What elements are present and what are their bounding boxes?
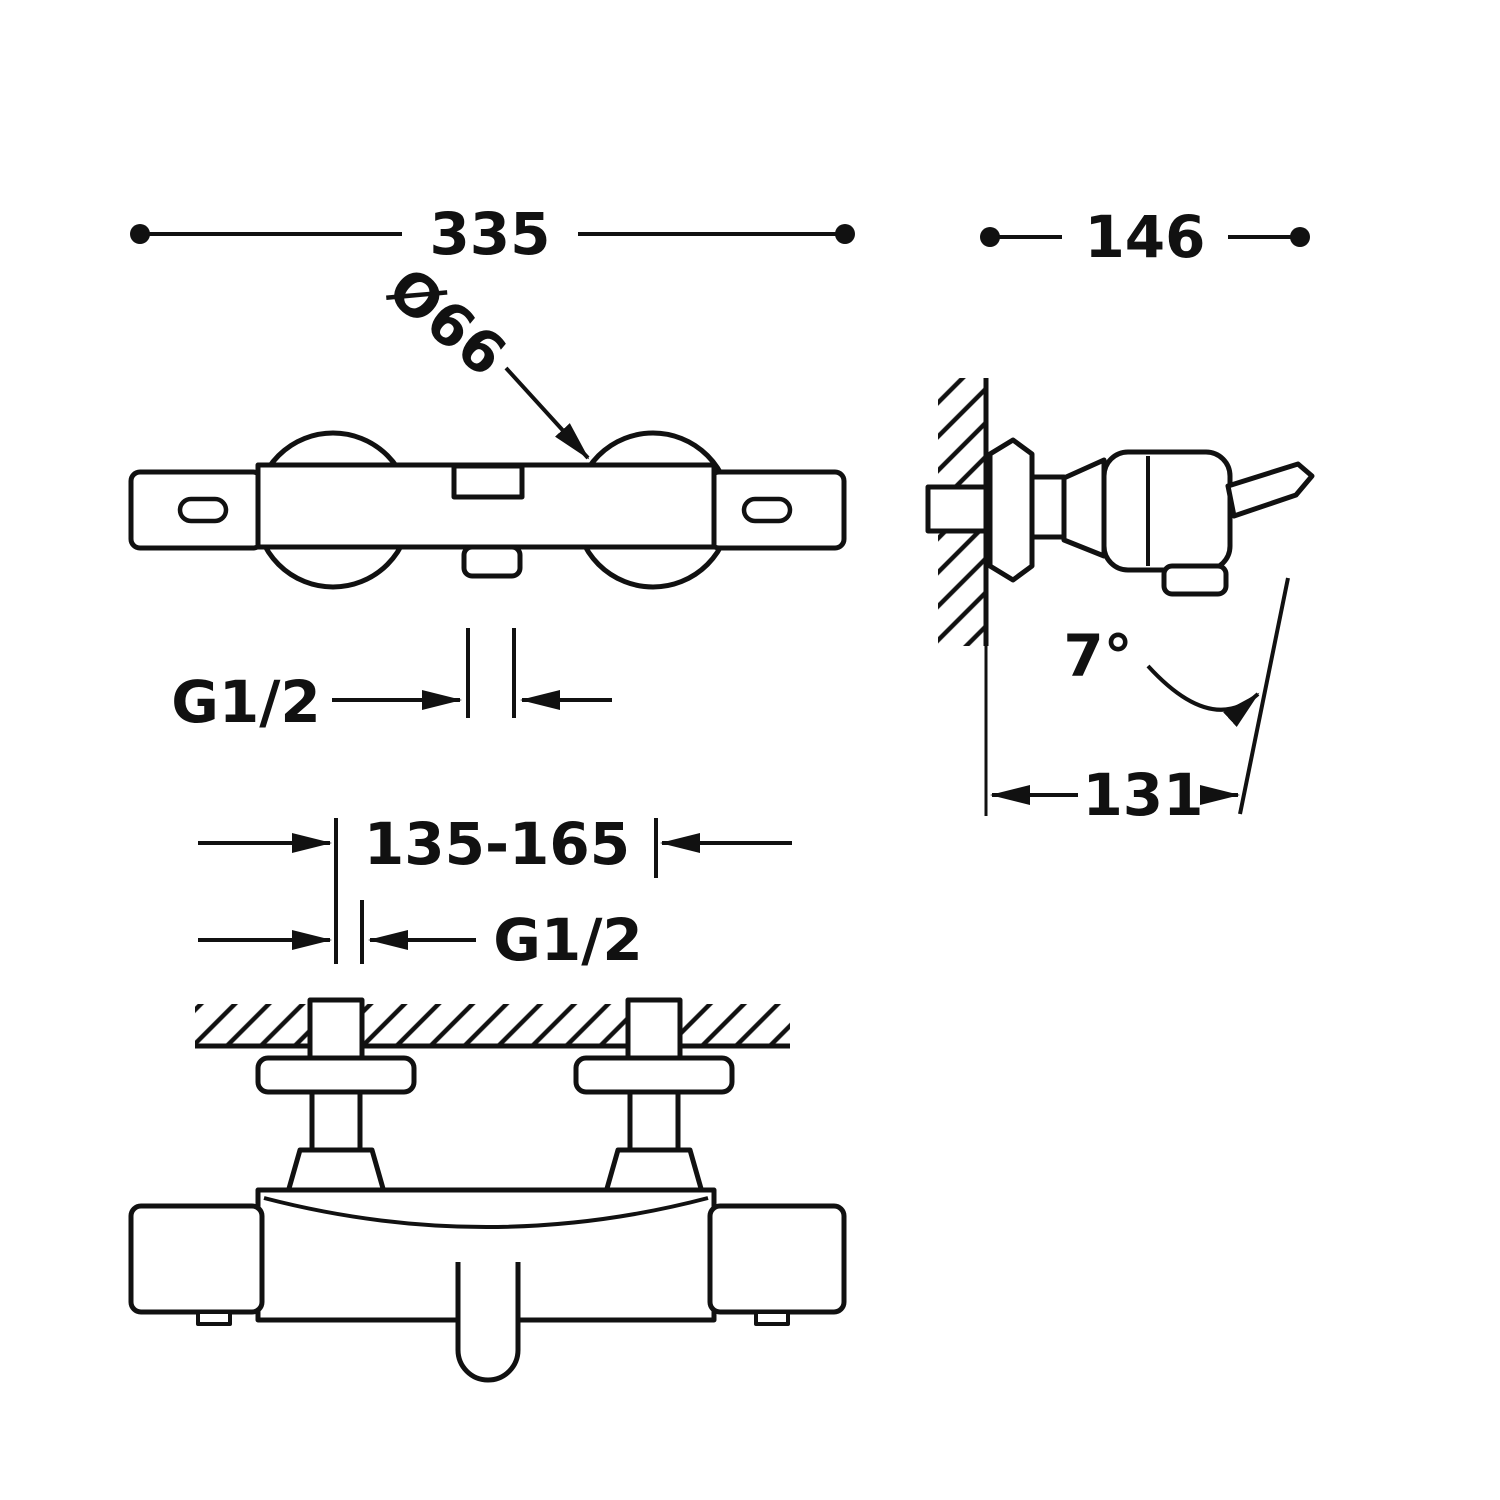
dim-g12-front-label: G1/2 [171,668,321,736]
angle-annotation: 7° [1063,577,1290,815]
connector-profile [1029,474,1067,540]
left-slot [177,496,229,524]
dimension-overall-width: 335 [130,200,855,268]
faucet-body [255,462,717,550]
front-view [128,430,847,590]
left-escutcheon [255,1055,417,1095]
body-flare-profile [1061,457,1107,559]
right-inlet-stub [625,997,683,1061]
valve-body-profile [1101,449,1233,573]
right-foot [754,1310,790,1326]
side-view [925,378,1315,816]
right-pipe-flare [603,1147,705,1195]
installation-view [128,997,847,1383]
dim-g12b-label: G1/2 [493,906,643,974]
left-end-cap-top [128,1203,265,1315]
dim-146-label: 146 [1084,203,1205,271]
right-pipe [627,1089,681,1153]
dim-131-label: 131 [1082,761,1203,829]
spout-outlet [455,1262,521,1383]
left-inlet-stub [307,997,365,1061]
left-pipe-flare [285,1147,387,1195]
angle-label: 7° [1063,622,1132,690]
dimension-knob-diameter: Ø66 [375,254,590,460]
right-end-cap-top [707,1203,847,1315]
spout-profile [1161,563,1229,597]
tilt-reference-line [1238,577,1290,815]
handle-lever [1225,461,1315,519]
left-pipe [309,1089,363,1153]
dimension-outlet-thread: G1/2 [171,628,612,736]
wall-inlet-block [925,484,989,534]
angle-arc [1146,664,1260,727]
bottom-outlet [461,544,523,579]
dimension-inlet-spacing: 135-165 [198,810,792,964]
top-port [451,463,525,500]
left-foot [196,1310,232,1326]
dim-135-label: 135-165 [364,810,630,878]
dim-d66-arrow [504,366,590,460]
dimension-overall-depth: 146 [980,203,1310,271]
right-slot [741,496,793,524]
dimension-projection: 131 [990,761,1240,829]
dimension-inlet-thread: G1/2 [198,906,643,974]
dim-335-label: 335 [429,200,550,268]
ceiling-hatch [195,1004,790,1046]
right-escutcheon [573,1055,735,1095]
escutcheon-profile [987,437,1035,583]
body-contour-curve [263,1196,709,1229]
dim-d66-label: Ø66 [375,254,518,390]
